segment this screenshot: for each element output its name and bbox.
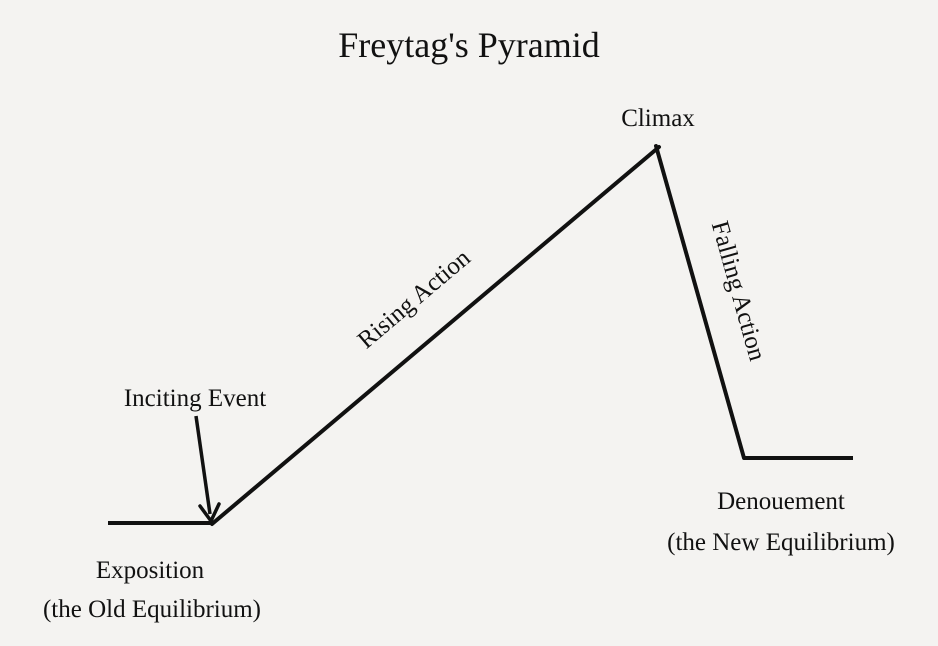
exposition-note: (the Old Equilibrium) [43,596,261,623]
exposition-label: Exposition [96,557,205,584]
rising-action-label: Rising Action [353,244,476,354]
falling-action-label: Falling Action [706,218,771,364]
diagram-title: Freytag's Pyramid [338,25,599,65]
inciting-event-arrow-head [198,502,221,523]
denouement-label: Denouement [717,488,845,515]
rising-action-line [210,145,661,526]
denouement-note: (the New Equilibrium) [667,529,895,556]
climax-label: Climax [621,105,695,132]
inciting-event-label: Inciting Event [124,385,266,412]
falling-action-line [654,144,746,460]
inciting-event-arrow-shaft [194,415,212,515]
